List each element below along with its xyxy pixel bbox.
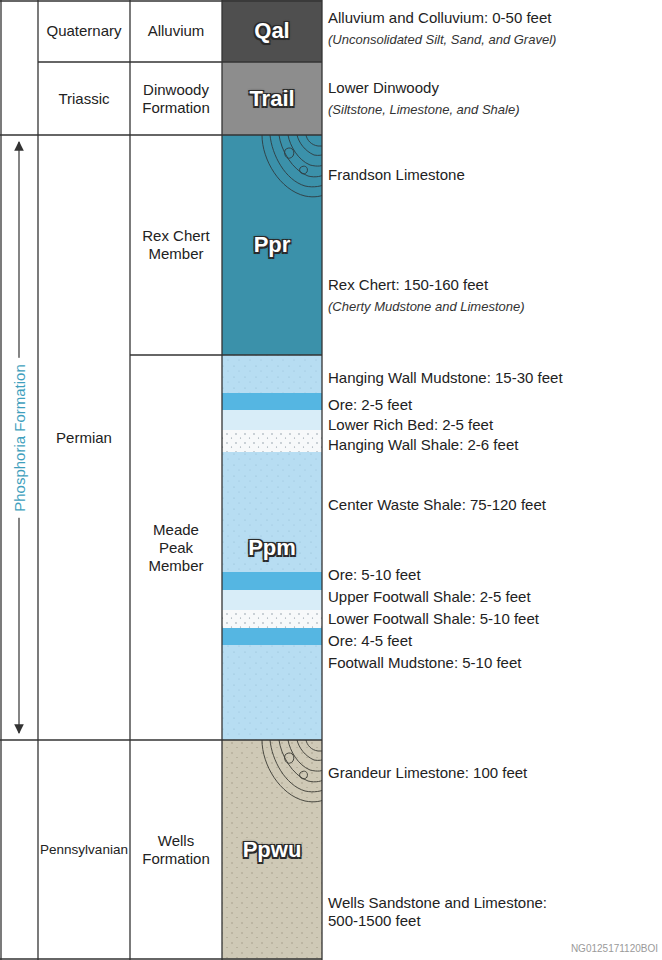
meade-peak-texture	[222, 355, 322, 740]
unit-description: Rex Chert: 150-160 feet	[328, 276, 488, 294]
formation-name: Phosphoria Formation	[11, 358, 29, 518]
shale-band	[222, 590, 322, 610]
lithology-cell: Qal	[222, 0, 322, 62]
formation-cell: Wells Formation	[130, 740, 222, 960]
bed-description: Hanging Wall Shale: 2-6 feet	[328, 436, 518, 454]
grid-line	[129, 0, 130, 960]
lithology-cell: Ppwu	[222, 740, 322, 960]
contour	[279, 135, 322, 177]
unit-description: Frandson Limestone	[328, 166, 465, 184]
unit-description: Alluvium and Colluvium: 0-50 feet	[328, 9, 551, 27]
contour	[300, 166, 308, 174]
period-cell: Pennsylvanian	[38, 740, 130, 960]
contour	[262, 135, 322, 197]
contour	[279, 740, 322, 782]
unit-name: Permian	[56, 429, 112, 447]
contour	[306, 740, 322, 751]
unit-description: Lower Dinwoody	[328, 79, 439, 97]
contour	[297, 740, 322, 760]
grid-line	[0, 739, 322, 740]
lithology-note: (Unconsolidated Silt, Sand, and Gravel)	[328, 31, 556, 49]
ore-band	[222, 628, 322, 645]
shale-texture	[222, 610, 322, 628]
formation-span: Phosphoria Formation	[1, 135, 38, 740]
grandeur-contours	[262, 740, 322, 802]
meade-peak-fill	[222, 355, 322, 740]
formation-cell: Dinwoody Formation	[130, 62, 222, 135]
bed-description: Footwall Mudstone: 5-10 feet	[328, 654, 521, 672]
contour	[306, 135, 322, 146]
grid-line	[37, 0, 38, 960]
bed-description: Lower Rich Bed: 2-5 feet	[328, 416, 493, 434]
bed-description: Ore: 5-10 feet	[328, 566, 421, 584]
unit-symbol: Qal	[254, 19, 289, 43]
formation-cell: Alluvium	[130, 0, 222, 62]
unit-name: Quaternary	[46, 22, 121, 40]
shale-texture	[222, 430, 322, 452]
contour	[270, 135, 322, 187]
unit-name: Alluvium	[148, 22, 205, 40]
unit-name: Rex Chert Member	[135, 227, 217, 263]
period-cell: Permian	[38, 135, 130, 740]
period-cell: Triassic	[38, 62, 130, 135]
grid-line	[38, 61, 322, 62]
drawing-number: NG0125171120BOI	[571, 940, 658, 958]
grid-line	[321, 0, 322, 960]
rex-chert-fill	[222, 135, 322, 355]
lithology-note: (Siltstone, Limestone, and Shale)	[328, 101, 520, 119]
unit-symbol: Ppr	[254, 233, 291, 257]
bed-description: Lower Footwall Shale: 5-10 feet	[328, 610, 539, 628]
grid-line	[130, 354, 322, 355]
lithology-cell: Trail	[222, 62, 322, 135]
lithology-cell: Ppr	[222, 135, 322, 355]
wells-fill	[222, 740, 322, 960]
contour	[297, 135, 322, 155]
frandson-contours	[262, 135, 322, 197]
bed-description: Upper Footwall Shale: 2-5 feet	[328, 588, 531, 606]
unit-name: Wells Formation	[135, 832, 217, 868]
unit-symbol: Ppm	[248, 536, 296, 560]
shale-band	[222, 430, 322, 452]
contour	[262, 740, 322, 802]
lithology-cell: Ppm	[222, 355, 322, 740]
member-cell: Rex Chert Member	[130, 135, 222, 355]
bed-description: Ore: 2-5 feet	[328, 396, 412, 414]
unit-name: Dinwoody Formation	[135, 81, 217, 117]
bed-description: Center Waste Shale: 75-120 feet	[328, 496, 546, 514]
unit-description: Wells Sandstone and Limestone: 500-1500 …	[328, 894, 578, 930]
bed-description: Ore: 4-5 feet	[328, 632, 412, 650]
grid-line	[0, 134, 322, 135]
unit-description: Grandeur Limestone: 100 feet	[328, 764, 527, 782]
contour	[285, 148, 294, 158]
unit-symbol: Trail	[249, 87, 294, 111]
unit-name: Pennsylvanian	[40, 841, 128, 859]
rich-bed-band	[222, 410, 322, 430]
wells-texture	[222, 740, 322, 960]
unit-symbol: Ppwu	[243, 838, 302, 862]
contour	[285, 753, 294, 763]
table-grid	[0, 0, 322, 960]
contour	[300, 771, 308, 779]
ore-band	[222, 572, 322, 590]
unit-name: Meade Peak Member	[144, 521, 208, 575]
bed-description: Hanging Wall Mudstone: 15-30 feet	[328, 369, 563, 387]
shale-band	[222, 610, 322, 628]
grid-line	[0, 0, 1, 960]
alluvium-fill	[222, 0, 322, 62]
contour	[270, 740, 322, 792]
member-cell: Meade Peak Member	[130, 355, 222, 740]
lithology-note: (Cherty Mudstone and Limestone)	[328, 298, 525, 316]
grid-line	[221, 0, 222, 960]
period-cell: Quaternary	[38, 0, 130, 62]
grid-line	[0, 958, 322, 959]
unit-name: Triassic	[58, 90, 109, 108]
ore-band	[222, 393, 322, 410]
grid-line	[0, 0, 322, 1]
dinwoody-fill	[222, 62, 322, 135]
